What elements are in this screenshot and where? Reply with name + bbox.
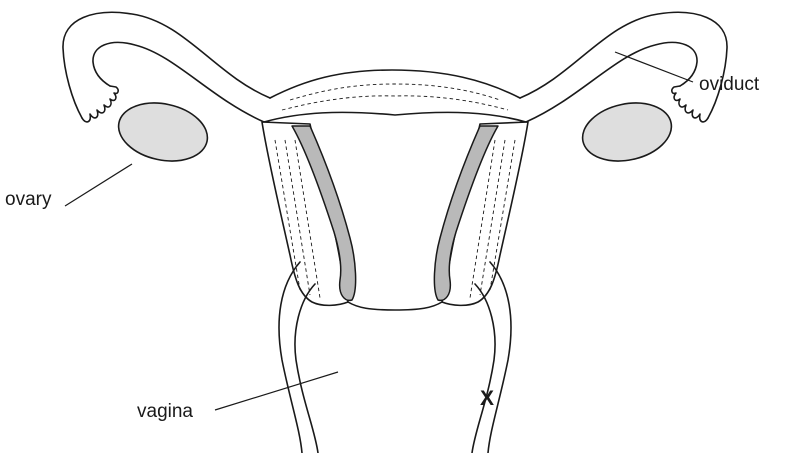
vagina-leader-line (215, 372, 338, 410)
left-ovary (113, 95, 213, 168)
ovary-leader-line (65, 164, 132, 206)
uterus-fundus (264, 70, 526, 122)
ovary-label: ovary (5, 189, 52, 210)
right-ovary (577, 95, 677, 168)
oviduct-label: oviduct (699, 74, 760, 95)
oviduct-leader-line (615, 52, 693, 82)
marker-x-label: X (480, 387, 494, 410)
vagina-label: vagina (137, 401, 193, 422)
